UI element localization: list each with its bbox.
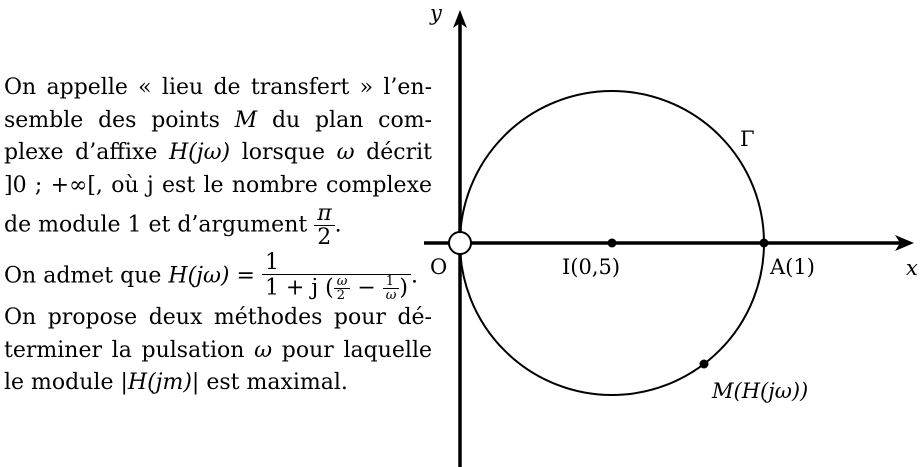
text-line-9: le module |H(jm)| est maximal. (4, 370, 348, 396)
x-axis-label: x (906, 256, 918, 280)
text-line-2: semble des points M du plan com- (4, 107, 432, 133)
x-axis-arrow-icon (895, 235, 914, 251)
text-line-7: On propose deux méthodes pour dé- (4, 305, 432, 331)
text-line-4: ]0 ; +∞[, où j est le nombre complexe (4, 172, 432, 198)
point-a-label: A(1) (769, 255, 815, 279)
point-m-label: M(H(jω)) (711, 379, 808, 403)
point-a (759, 238, 769, 248)
origin-label: O (430, 255, 447, 279)
curve-label: Γ (740, 127, 755, 151)
point-m (699, 359, 709, 369)
y-axis-arrow-icon (453, 10, 467, 28)
text-line-3: plexe d’affixe H(jω) lorsque ω décrit (4, 140, 432, 165)
text-line-8: terminer la pulsation ω pour laquelle (4, 337, 432, 363)
problem-statement: On appelle « lieu de transfert » l’en- s… (0, 72, 440, 400)
text-line-1: On appelle « lieu de transfert » l’en- (4, 75, 432, 100)
y-axis-label: y (429, 1, 443, 25)
center-label: I(0,5) (562, 255, 620, 279)
center-point-i (607, 238, 617, 248)
origin-open-point (448, 231, 472, 255)
